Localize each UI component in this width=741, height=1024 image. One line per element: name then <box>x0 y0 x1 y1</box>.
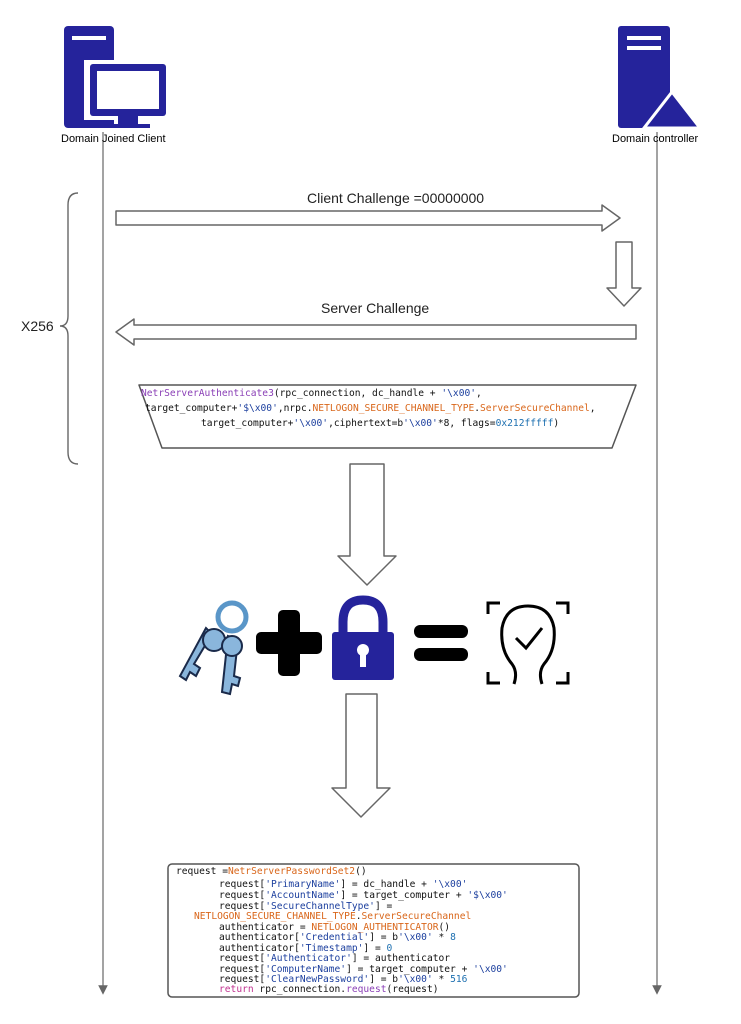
password-set-line-12: return rpc_connection.request(request) <box>219 984 439 995</box>
password-set-line-3: request['AccountName'] = target_computer… <box>219 890 508 901</box>
padlock-icon <box>332 595 394 680</box>
server-challenge-arrow <box>115 318 637 346</box>
loop-count-label: X256 <box>21 318 54 334</box>
processing-down-arrow <box>606 241 642 307</box>
password-set-line-1: request =NetrServerPasswordSet2() <box>176 866 367 877</box>
keys-icon <box>178 600 249 696</box>
server-challenge-label: Server Challenge <box>321 300 430 316</box>
password-set-box <box>167 863 580 998</box>
password-set-line-11: request['ClearNewPassword'] = b'\x00' * … <box>219 974 468 985</box>
authenticate-line-2: target_computer+'$\x00',nrpc.NETLOGON_SE… <box>145 403 596 414</box>
password-set-line-9: request['Authenticator'] = authenticator <box>219 953 451 964</box>
flow-down-arrow <box>331 693 391 818</box>
authenticate-box <box>138 384 637 449</box>
loop-brace <box>59 192 79 465</box>
password-set-line-4: request['SecureChannelType'] = <box>219 901 393 912</box>
password-set-line-8: authenticator['Timestamp'] = 0 <box>219 943 393 954</box>
authenticate-line-1: NetrServerAuthenticate3(rpc_connection, … <box>141 388 482 399</box>
controller-label: Domain controller <box>612 133 699 145</box>
password-set-line-10: request['ComputerName'] = target_compute… <box>219 964 508 975</box>
password-set-line-7: authenticator['Credential'] = b'\x00' * … <box>219 932 456 943</box>
flow-down-arrow <box>337 463 397 586</box>
server-icon <box>618 26 704 130</box>
password-set-line-6: authenticator = NETLOGON_AUTHENTICATOR() <box>219 922 451 933</box>
plus-icon <box>256 610 322 676</box>
monitor-icon <box>84 60 170 128</box>
authenticate-line-3: target_computer+'\x00',ciphertext=b'\x00… <box>201 418 560 429</box>
client-label: Domain Joined Client <box>61 133 166 145</box>
verified-identity-icon <box>486 601 570 685</box>
client-challenge-label: Client Challenge =00000000 <box>307 190 485 206</box>
password-set-line-5: NETLOGON_SECURE_CHANNEL_TYPE.ServerSecur… <box>194 911 472 922</box>
password-set-line-2: request['PrimaryName'] = dc_handle + '\x… <box>219 879 468 890</box>
client-challenge-arrow <box>115 204 621 232</box>
equals-icon <box>414 625 468 661</box>
